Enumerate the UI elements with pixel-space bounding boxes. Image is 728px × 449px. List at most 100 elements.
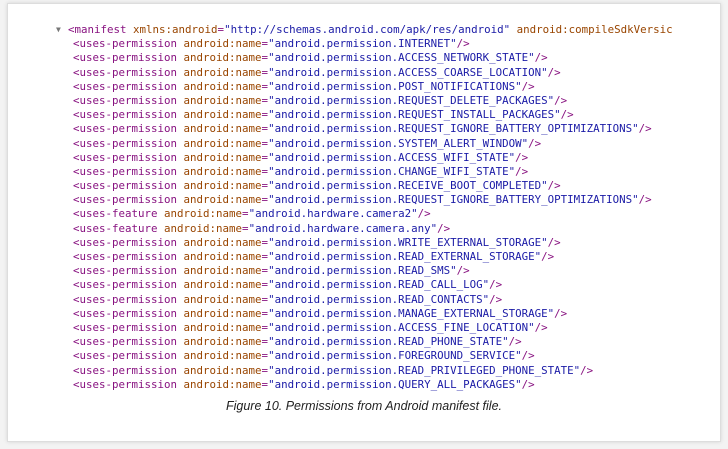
attr-name: android:name (183, 306, 262, 320)
attr-value: "android.permission.QUERY_ALL_PACKAGES" (268, 377, 522, 391)
element-tag: <uses-permission (73, 108, 178, 122)
tag-close: /> (515, 164, 529, 178)
attr-name: android:name (183, 320, 262, 334)
element-tag: <uses-permission (73, 150, 178, 164)
element-tag: <uses-permission (73, 79, 178, 93)
attr-name: android:name (183, 193, 262, 207)
tag-close: /> (541, 250, 555, 263)
attr-value: "android.permission.READ_CONTACTS" (268, 292, 490, 306)
element-tag: <uses-permission (73, 292, 178, 306)
element-tag: <uses-permission (73, 193, 178, 207)
attr-name: android:compileSdkVersic (516, 23, 673, 36)
attr-value: "android.permission.WRITE_EXTERNAL_STORA… (268, 235, 548, 249)
code-line[interactable]: <uses-permission android:name="android.p… (73, 377, 535, 391)
element-tag: <uses-permission (73, 65, 178, 79)
attr-name: android:name (183, 65, 262, 79)
attr-name: android:name (183, 363, 262, 377)
code-line[interactable]: <uses-permission android:name="android.p… (73, 79, 535, 93)
figure-card: ▼<manifest xmlns:android="http://schemas… (7, 3, 721, 442)
element-tag: <uses-permission (73, 320, 178, 334)
code-line[interactable]: <uses-permission android:name="android.p… (73, 306, 568, 320)
tag-close: /> (547, 179, 561, 193)
attr-name: android:name (183, 278, 262, 292)
tag-close: /> (638, 193, 652, 207)
code-line[interactable]: <uses-permission android:name="android.p… (73, 150, 529, 164)
element-tag: <uses-feature (73, 221, 158, 235)
attr-name: android:name (183, 164, 262, 178)
tag-close: /> (638, 122, 652, 136)
manifest-tag: <manifest (68, 23, 127, 36)
attr-value: "android.permission.READ_CALL_LOG" (268, 278, 490, 292)
element-tag: <uses-permission (73, 250, 178, 263)
tag-close: /> (521, 349, 535, 363)
code-line[interactable]: <uses-permission android:name="android.p… (73, 264, 470, 278)
attr-value: "android.permission.ACCESS_COARSE_LOCATI… (268, 65, 548, 79)
attr-value: "android.permission.SYSTEM_ALERT_WINDOW" (268, 136, 529, 150)
attr-value: "android.permission.REQUEST_INSTALL_PACK… (268, 108, 561, 122)
collapse-triangle-icon[interactable]: ▼ (56, 25, 61, 34)
attr-name: android:name (183, 377, 262, 391)
element-tag: <uses-permission (73, 306, 178, 320)
code-line[interactable]: <uses-permission android:name="android.p… (73, 349, 535, 363)
element-tag: <uses-permission (73, 363, 178, 377)
code-line[interactable]: <uses-permission android:name="android.p… (73, 193, 652, 207)
attr-name: android:name (183, 79, 262, 93)
element-tag: <uses-permission (73, 122, 178, 136)
attr-value: "android.permission.READ_PRIVILEGED_PHON… (268, 363, 581, 377)
attr-name: android:name (164, 221, 243, 235)
attr-value: "android.permission.MANAGE_EXTERNAL_STOR… (268, 306, 555, 320)
element-tag: <uses-permission (73, 136, 178, 150)
code-line[interactable]: <uses-permission android:name="android.p… (73, 136, 542, 150)
tag-close: /> (521, 377, 535, 391)
element-tag: <uses-permission (73, 93, 178, 107)
attr-value: "android.permission.ACCESS_NETWORK_STATE… (268, 51, 535, 65)
code-line[interactable]: <uses-permission android:name="android.p… (73, 335, 522, 349)
element-tag: <uses-permission (73, 179, 178, 193)
attr-name: android:name (183, 264, 262, 278)
attr-value: "android.permission.ACCESS_FINE_LOCATION… (268, 320, 535, 334)
code-line[interactable]: <uses-feature android:name="android.hard… (73, 207, 431, 221)
tag-close: /> (554, 93, 568, 107)
attr-value: "android.permission.REQUEST_DELETE_PACKA… (268, 93, 555, 107)
code-line[interactable]: <uses-permission android:name="android.p… (73, 37, 470, 51)
attr-value: "android.permission.INTERNET" (268, 37, 457, 51)
code-line[interactable]: <uses-permission android:name="android.p… (73, 179, 561, 193)
element-tag: <uses-permission (73, 235, 178, 249)
code-line[interactable]: <uses-permission android:name="android.p… (73, 65, 561, 79)
tag-close: /> (508, 335, 522, 349)
code-lines: <uses-permission android:name="android.p… (56, 37, 675, 392)
code-line[interactable]: <uses-permission android:name="android.p… (73, 278, 503, 292)
code-line[interactable]: <uses-permission android:name="android.p… (73, 235, 561, 249)
attr-value: "android.permission.FOREGROUND_SERVICE" (268, 349, 522, 363)
attr-value: "android.hardware.camera.any" (248, 221, 438, 235)
attr-name: android:name (183, 108, 262, 122)
attr-name: android:name (183, 292, 262, 306)
tag-close: /> (534, 51, 548, 65)
code-line[interactable]: <uses-permission android:name="android.p… (73, 363, 594, 377)
attr-name: android:name (183, 51, 262, 65)
attr-name: android:name (183, 37, 262, 51)
code-line[interactable]: <uses-permission android:name="android.p… (73, 250, 555, 263)
attr-name: android:name (183, 93, 262, 107)
tag-close: /> (489, 278, 503, 292)
attr-name: android:name (164, 207, 243, 221)
attr-value: "android.permission.POST_NOTIFICATIONS" (268, 79, 522, 93)
attr-value: "android.permission.READ_EXTERNAL_STORAG… (268, 250, 542, 263)
attr-name: android:name (183, 250, 262, 263)
code-line[interactable]: <uses-permission android:name="android.p… (73, 93, 568, 107)
code-line[interactable]: <uses-permission android:name="android.p… (73, 164, 529, 178)
element-tag: <uses-permission (73, 278, 178, 292)
tag-close: /> (521, 79, 535, 93)
attr-name: android:name (183, 136, 262, 150)
code-line[interactable]: <uses-permission android:name="android.p… (73, 51, 548, 65)
code-line[interactable]: <uses-permission android:name="android.p… (73, 108, 574, 122)
manifest-line[interactable]: ▼<manifest xmlns:android="http://schemas… (56, 23, 673, 36)
code-line[interactable]: <uses-permission android:name="android.p… (73, 320, 548, 334)
element-tag: <uses-permission (73, 349, 178, 363)
code-line[interactable]: <uses-feature android:name="android.hard… (73, 221, 451, 235)
element-tag: <uses-permission (73, 164, 178, 178)
element-tag: <uses-permission (73, 37, 178, 51)
element-tag: <uses-permission (73, 51, 178, 65)
code-line[interactable]: <uses-permission android:name="android.p… (73, 292, 503, 306)
code-line[interactable]: <uses-permission android:name="android.p… (73, 122, 652, 136)
